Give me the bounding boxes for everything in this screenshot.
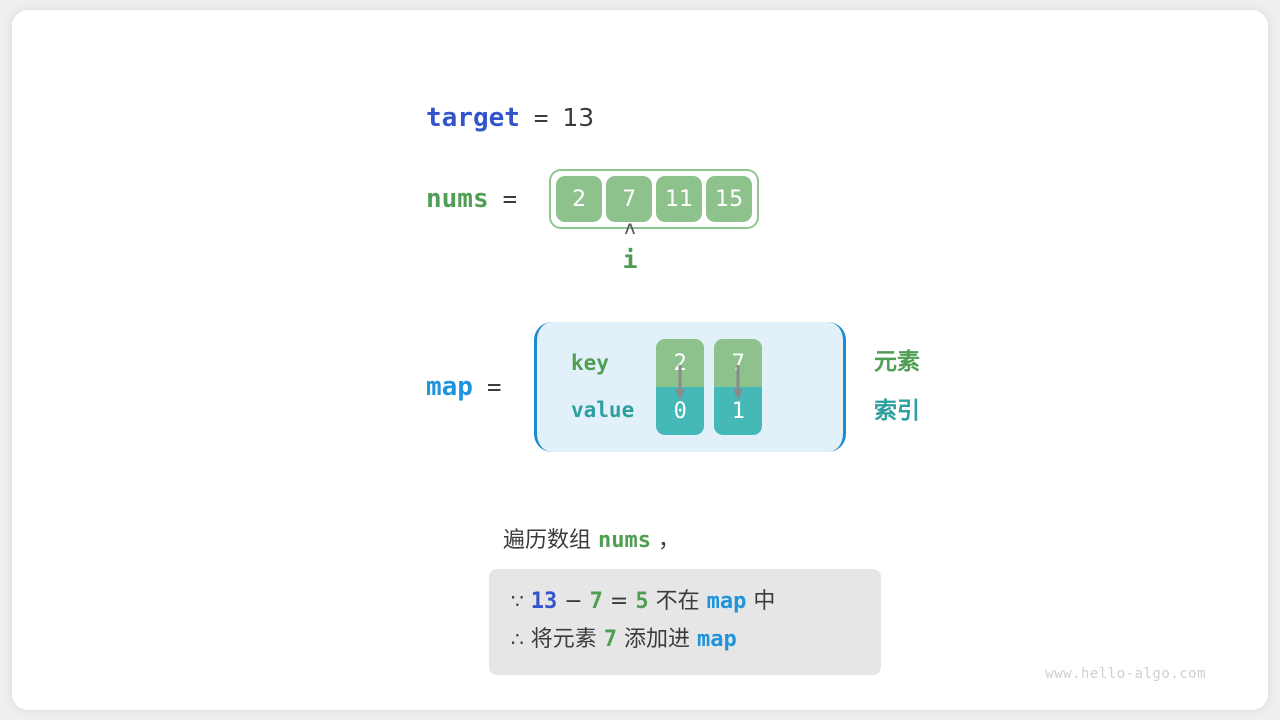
map-label: map [426, 372, 473, 402]
array-cell: 15 [706, 176, 753, 222]
nums-label: nums [426, 184, 489, 214]
target-equals: = [533, 104, 549, 132]
map-row-labels: key value [571, 353, 634, 421]
caption: 遍历数组 nums ， [503, 522, 680, 554]
map-equals: = [486, 373, 502, 401]
note-operand-a: 13 [530, 589, 558, 614]
map-side-labels: 元素 索引 [874, 322, 920, 452]
target-label: target [426, 103, 520, 133]
target-value: 13 [562, 103, 595, 132]
map-box: key value 2 0 7 [534, 322, 846, 452]
note-box: ∵ 13 − 7 = 5 不在 map 中 ∴ 将元素 7 添加进 map [489, 569, 881, 675]
note-result: 5 [635, 589, 649, 614]
note-map-ref: map [706, 589, 747, 614]
array-cell: 11 [656, 176, 703, 222]
because-symbol-icon: ∵ [511, 589, 524, 613]
map-row-label-key: key [571, 351, 609, 375]
map-row-label-value: value [571, 398, 635, 422]
note-operand-b: 7 [589, 589, 603, 614]
map-key-cell: 7 [714, 339, 763, 387]
map-entry: 2 0 [656, 339, 705, 435]
note-equals: = [609, 589, 629, 614]
map-entries: 2 0 7 1 [656, 339, 763, 435]
caption-var: nums [598, 528, 651, 553]
note2-mid-text: 添加进 [624, 626, 691, 652]
nums-equals: = [502, 185, 518, 213]
map-key-cell: 2 [656, 339, 705, 387]
map-section: map = key value 2 0 [426, 322, 920, 452]
pointer-label: i [622, 245, 638, 274]
note-line-1: ∵ 13 − 7 = 5 不在 map 中 [511, 583, 859, 621]
note2-pre-text: 将元素 [530, 626, 597, 652]
watermark: www.hello-algo.com [1045, 666, 1206, 682]
note2-map-ref: map [697, 626, 737, 652]
diagram-card: target = 13 nums = 2 7 11 15 ʌ i map = [12, 10, 1268, 710]
array-cell: 2 [556, 176, 603, 222]
array-cell: 7 [606, 176, 653, 222]
caption-prefix: 遍历数组 [503, 528, 598, 553]
note-mid-text: 不在 [655, 589, 700, 614]
index-pointer: ʌ i [607, 217, 653, 274]
therefore-symbol-icon: ∴ [511, 626, 524, 651]
side-label-element: 元素 [874, 349, 920, 375]
pointer-caret-icon: ʌ [624, 217, 636, 239]
nums-array: 2 7 11 15 [549, 169, 760, 229]
map-grid: key value 2 0 7 [571, 339, 763, 435]
map-entry: 7 1 [714, 339, 763, 435]
map-value-cell: 0 [656, 387, 705, 435]
note-line-2: ∴ 将元素 7 添加进 map [511, 621, 859, 659]
map-label-wrap: map = [426, 372, 534, 402]
note2-number: 7 [603, 626, 617, 652]
map-value-cell: 1 [714, 387, 763, 435]
note-minus: − [564, 589, 583, 614]
note-tail-text: 中 [753, 589, 776, 614]
target-row: target = 13 [426, 103, 594, 133]
caption-suffix: ， [650, 528, 680, 553]
nums-row: nums = 2 7 11 15 [426, 169, 760, 229]
side-label-index: 索引 [874, 398, 920, 424]
